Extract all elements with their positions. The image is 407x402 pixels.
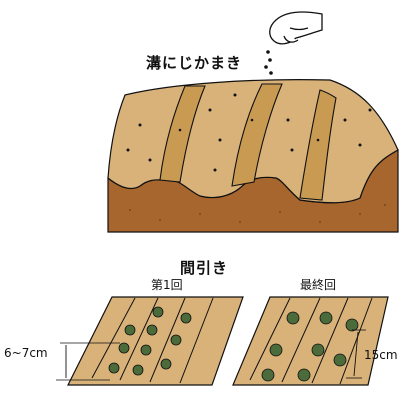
first-stage-label: 第1回 [151,278,183,292]
hand-icon [269,11,323,45]
soil-texture [129,204,386,223]
seedlings-final [261,311,359,382]
thinning-title: 間引き [180,259,229,277]
falling-seeds [264,50,273,75]
furrows [159,83,337,201]
seedlings-first [108,306,192,376]
first-spacing-label: 6~7cm [4,346,48,360]
bed-final-thinning [232,296,389,386]
seed-dots [126,93,372,172]
sowing-title: 溝にじかまき [146,54,243,72]
final-spacing-label: 15cm [364,348,398,362]
final-stage-label: 最終回 [300,278,337,292]
soil-bed [107,79,399,233]
bed-first-thinning [56,296,244,386]
